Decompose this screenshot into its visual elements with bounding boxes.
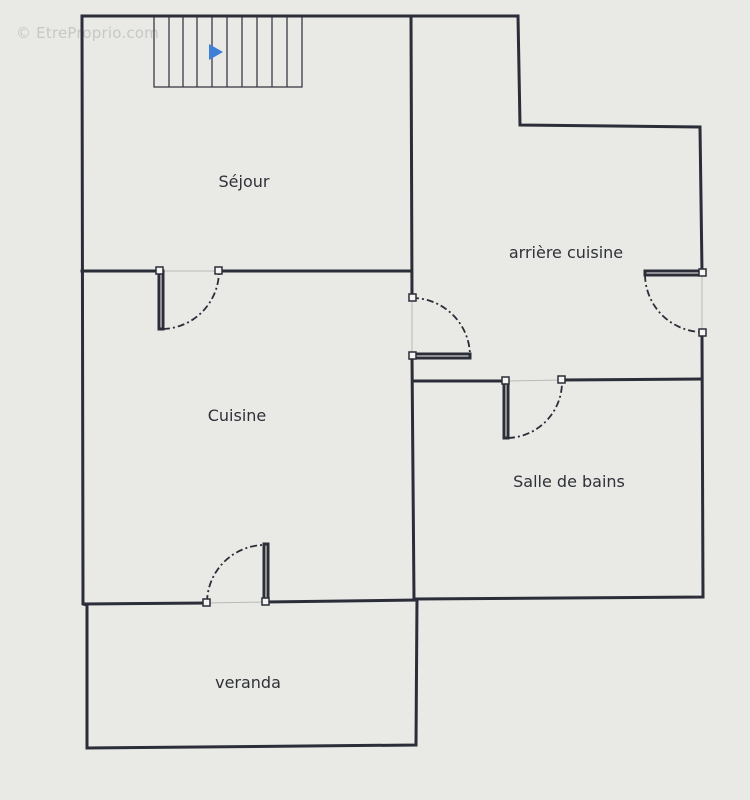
- door-arriere-cuisine-exterior: [643, 268, 707, 337]
- staircase: [153, 15, 303, 88]
- room-label-salle-de-bains: Salle de bains: [513, 472, 625, 491]
- room-label-arriere-cuisine: arrière cuisine: [509, 243, 623, 262]
- room-label-cuisine: Cuisine: [208, 406, 267, 425]
- door-cuisine-veranda: [202, 542, 270, 607]
- door-arriere-cuisine-salle-de-bains: [501, 375, 566, 440]
- outer-walls: [80, 14, 705, 750]
- door-cuisine-arriere-cuisine: [408, 293, 472, 360]
- room-label-sejour: Séjour: [219, 172, 270, 191]
- stair-direction-arrow-icon: [209, 44, 223, 60]
- room-label-veranda: veranda: [215, 673, 281, 692]
- door-sejour-cuisine: [155, 266, 223, 331]
- watermark-text: © EtreProprio.com: [16, 24, 159, 42]
- interior-walls: [80, 14, 704, 606]
